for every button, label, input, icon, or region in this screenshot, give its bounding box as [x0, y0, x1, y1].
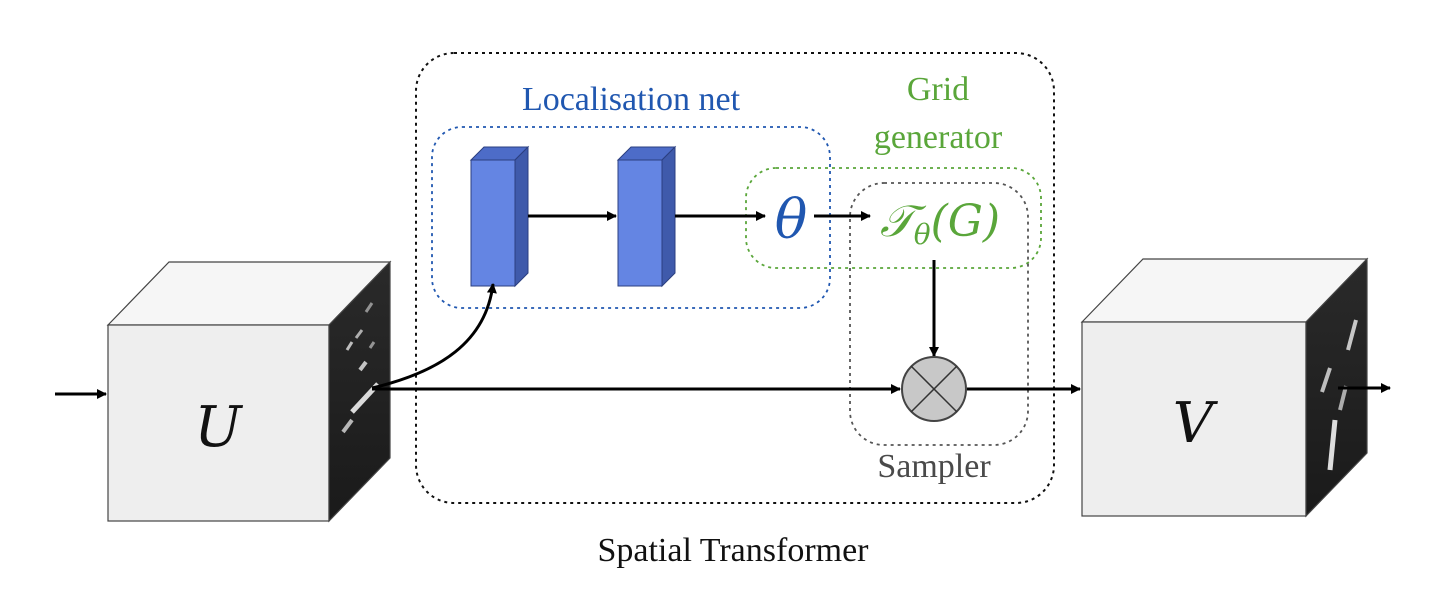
- grid-generator-label-line1: Grid: [907, 71, 969, 108]
- localisation-net-label: Localisation net: [522, 81, 741, 118]
- sampler-boundary: [849, 182, 1029, 446]
- output-feature-map-V: [1080, 257, 1369, 518]
- caption: Spatial Transformer: [597, 532, 869, 569]
- output-symbol-V: V: [1173, 391, 1219, 456]
- grid-generator-boundary: [745, 167, 1042, 269]
- transform-argument: (G): [931, 196, 1000, 247]
- grid-generator-label-line2: generator: [874, 119, 1003, 156]
- transform-subscript: θ: [914, 218, 931, 251]
- input-symbol-U: U: [194, 395, 243, 460]
- circle-times-icon: [901, 356, 967, 422]
- arrow-U-to-localisation: [371, 283, 497, 390]
- localisation-layer-2: [616, 145, 677, 288]
- output-feature-texture: [1320, 319, 1358, 471]
- localisation-net-boundary: [431, 126, 831, 309]
- spatial-transformer-boundary: [415, 52, 1055, 504]
- sampler-label: Sampler: [877, 448, 991, 485]
- input-feature-map-U: [106, 260, 392, 523]
- localisation-layer-1: [469, 145, 530, 288]
- transform-expression: 𝒯θ(G): [880, 196, 1000, 251]
- theta-symbol: θ: [775, 188, 808, 251]
